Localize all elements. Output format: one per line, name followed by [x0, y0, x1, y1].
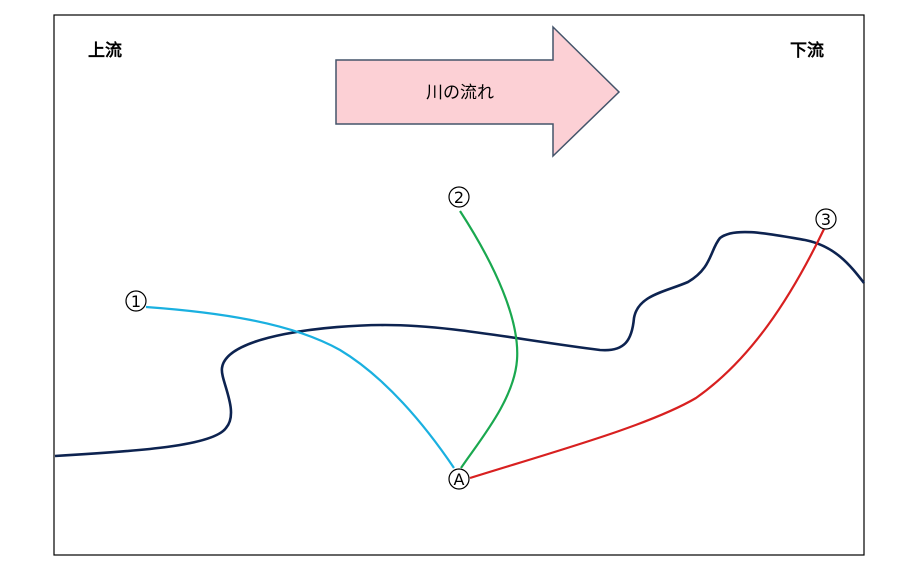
marker-a-label: A [454, 470, 465, 489]
marker-3-ring [815, 208, 837, 230]
flow-arrow-label: 川の流れ [426, 83, 494, 103]
route-3-line [469, 226, 826, 480]
marker-3-label: 3 [821, 210, 831, 229]
route-1-line [145, 305, 455, 469]
upstream-label: 上流 [88, 40, 122, 61]
route-2-line [459, 210, 519, 469]
downstream-label: 下流 [790, 40, 824, 61]
river-line [54, 230, 866, 458]
marker-2: 2 [448, 186, 470, 208]
marker-1: 1 [125, 290, 147, 312]
marker-1-label: 1 [131, 292, 141, 311]
marker-a: A [448, 468, 470, 490]
marker-2-label: 2 [454, 188, 464, 207]
marker-a-ring [448, 468, 470, 490]
marker-1-ring [125, 290, 147, 312]
marker-2-ring [448, 186, 470, 208]
diagram-frame [53, 14, 865, 556]
flow-arrow [335, 25, 621, 158]
marker-3: 3 [815, 208, 837, 230]
